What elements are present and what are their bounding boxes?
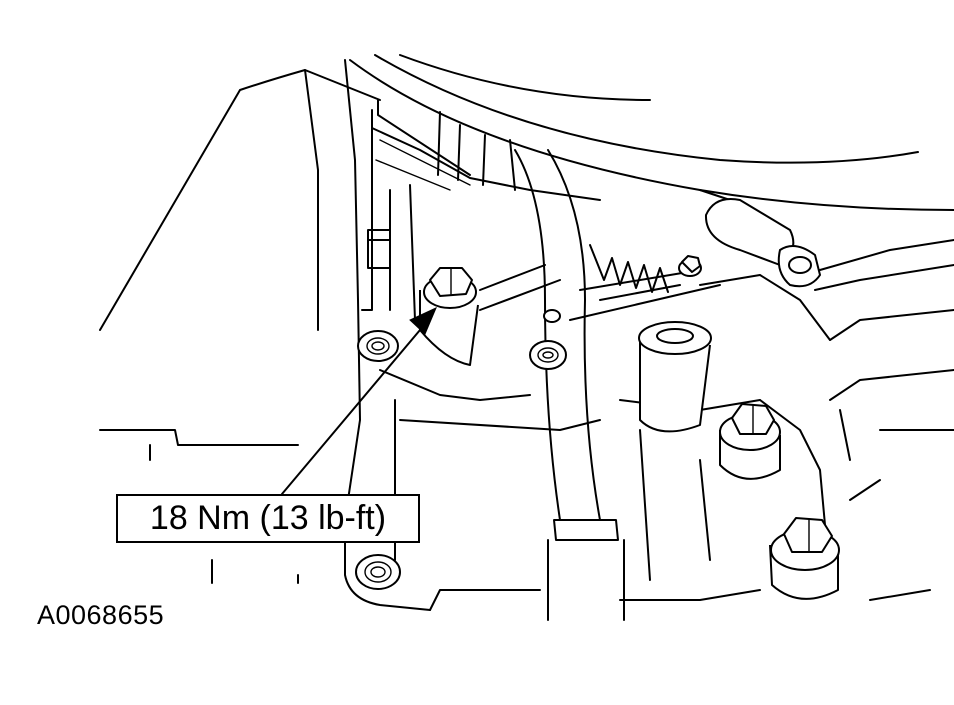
threaded-hole-bottom — [355, 554, 401, 590]
threaded-hole-left — [357, 330, 399, 362]
hex-bolt-right-upper — [719, 403, 781, 480]
right-side-detail — [699, 189, 954, 601]
spring-linkage — [479, 244, 721, 321]
threaded-hole-center — [529, 340, 567, 370]
figure-id-label: A0068655 — [37, 600, 165, 630]
torque-callout-label: 18 Nm (13 lb-ft) — [149, 499, 387, 537]
upper-case — [349, 54, 954, 321]
small-bolt — [678, 255, 702, 277]
hex-bolt-right-lower — [769, 517, 840, 600]
callout-arrowhead — [409, 307, 437, 335]
torque-callout-box: 18 Nm (13 lb-ft) — [116, 494, 420, 543]
breather-tube — [514, 149, 625, 621]
small-hole-upper — [543, 309, 561, 323]
cylinder-boss — [638, 321, 712, 433]
housing-outline — [99, 59, 381, 584]
callout-leader — [281, 307, 437, 495]
left-bracket — [367, 229, 391, 269]
